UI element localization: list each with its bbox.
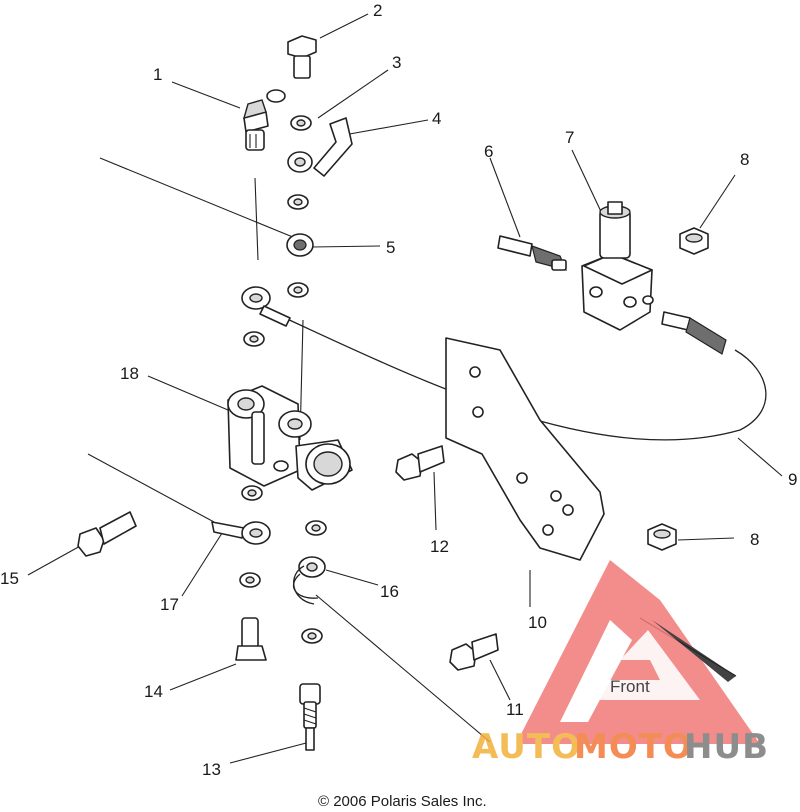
watermark-hub-text: HUB: [684, 727, 769, 767]
callout-2: 2: [373, 1, 382, 20]
upper-banjo-fitting: [241, 286, 291, 327]
copyright-notice: © 2006 Polaris Sales Inc.: [318, 793, 487, 810]
part-15-bolt: [77, 511, 137, 557]
callout-5: 5: [386, 238, 395, 257]
part-11-bolt: [449, 633, 499, 671]
part-13-fitting: [299, 683, 321, 751]
callout-1: 1: [153, 65, 162, 84]
callout-4: 4: [432, 109, 441, 128]
part-2-bolt: [287, 35, 317, 79]
callout-17: 17: [160, 595, 179, 614]
callout-15: 15: [0, 569, 19, 588]
callout-8-lower: 8: [750, 530, 759, 549]
right-line: [661, 311, 727, 355]
part-18-valve: [227, 385, 353, 491]
callout-6: 6: [484, 142, 493, 161]
part-4-hose-end: [287, 117, 353, 177]
part-5-banjo: [286, 233, 314, 257]
part-8-nut-lower: [647, 523, 677, 551]
callout-10: 10: [528, 613, 547, 632]
callout-16: 16: [380, 582, 399, 601]
callout-8-upper: 8: [740, 150, 749, 169]
watermark-auto-text: AUTO: [472, 727, 581, 767]
automotohub-watermark-logo: Front AUTO MOTO HUB: [472, 560, 769, 767]
callout-7: 7: [565, 128, 574, 147]
callout-3: 3: [392, 53, 401, 72]
part-12-bolt: [395, 445, 445, 481]
callout-9: 9: [788, 470, 797, 489]
callout-18: 18: [120, 364, 139, 383]
callout-13: 13: [202, 760, 221, 779]
washers: [239, 115, 327, 644]
callout-12: 12: [430, 537, 449, 556]
part-6-line: [497, 235, 568, 271]
callout-14: 14: [144, 682, 163, 701]
watermark-moto-text: MOTO: [574, 727, 693, 767]
callout-11: 11: [506, 700, 524, 719]
part-1-switch: [242, 89, 286, 151]
part-14-fitting: [235, 617, 267, 661]
part-10-bracket: [445, 337, 605, 561]
part-7-block: [581, 201, 654, 331]
part-16-tube: [293, 556, 326, 605]
watermark-front-text: Front: [610, 677, 650, 696]
part-8-nut-upper: [679, 227, 709, 255]
part-17-banjo: [211, 521, 271, 545]
callout-labels: 1 2 3 4 5 6 7 8 8 9 10 11 12 13 14 15 16…: [0, 1, 797, 779]
